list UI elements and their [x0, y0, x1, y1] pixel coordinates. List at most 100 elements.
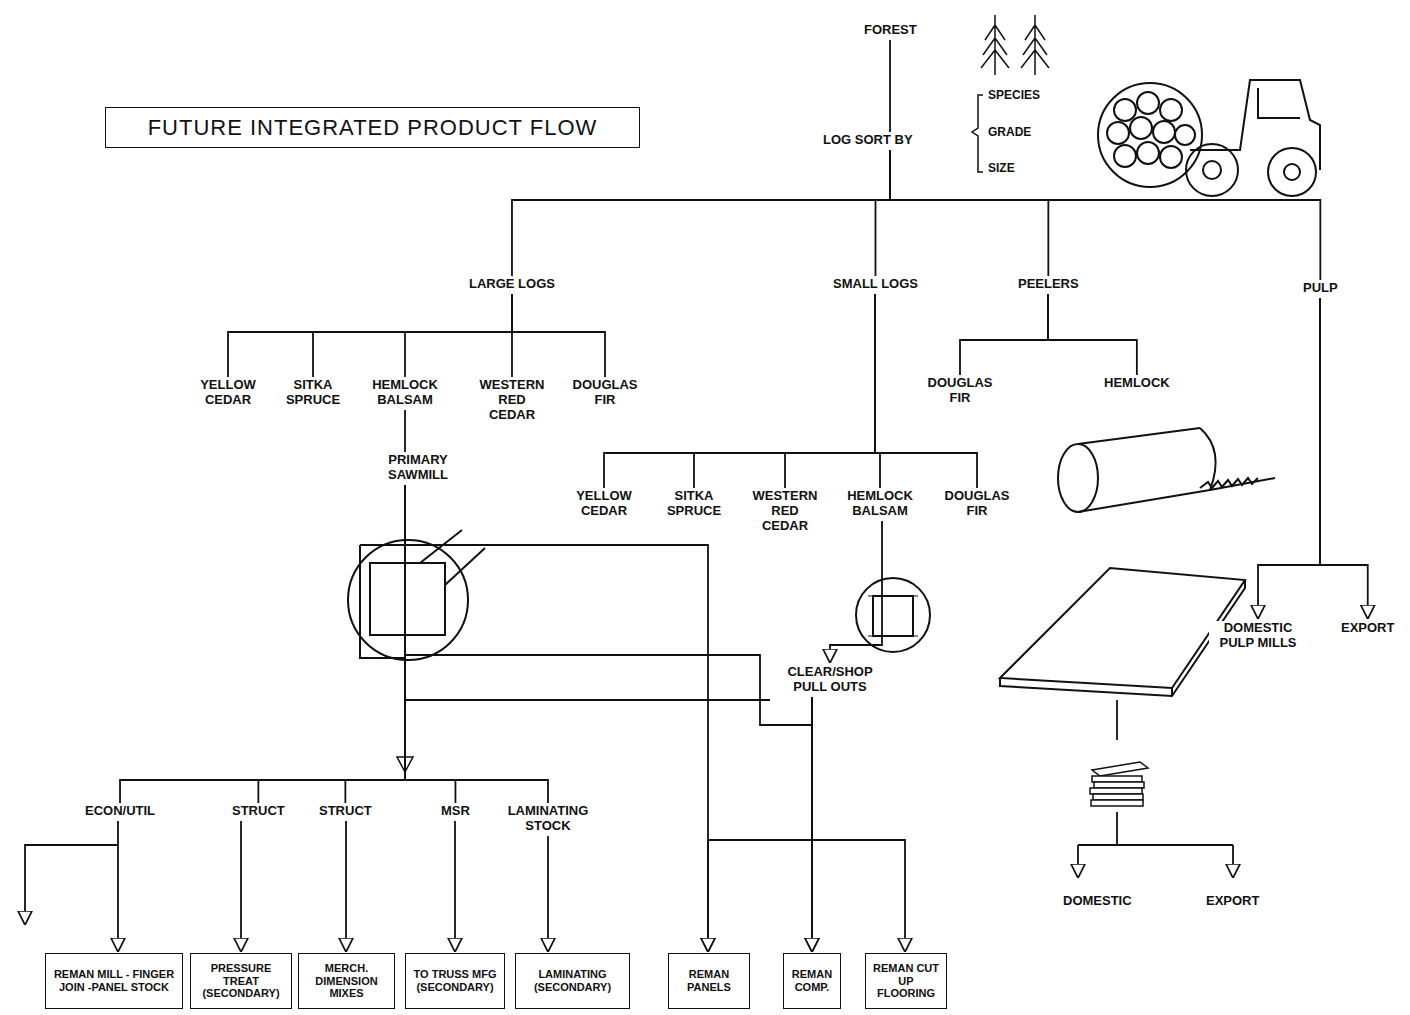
- flow-connector: [512, 150, 890, 276]
- node-text: TO TRUSS MFG (SECONDARY): [409, 968, 501, 993]
- flow-connector: [117, 821, 119, 952]
- sort-criterion: GRADE: [988, 125, 1031, 139]
- flow-label: CLEAR/SHOP PULL OUTS: [775, 664, 885, 696]
- title-text: FUTURE INTEGRATED PRODUCT FLOW: [148, 115, 598, 141]
- small-log: [856, 578, 930, 652]
- flow-connector: [547, 836, 549, 952]
- bracket: [972, 95, 983, 172]
- flow-connector: [512, 294, 605, 377]
- flow-connector: [345, 821, 347, 952]
- node-text: DOMESTIC PULP MILLS: [1209, 621, 1307, 651]
- flow-label: EXPORT: [1203, 893, 1262, 910]
- node-text: EXPORT: [1206, 894, 1259, 909]
- node-text: REMAN PANELS: [672, 968, 746, 993]
- flow-label: YELLOW CEDAR: [192, 377, 264, 409]
- node-text: SMALL LOGS: [833, 277, 918, 292]
- node-text: CLEAR/SHOP PULL OUTS: [778, 665, 882, 695]
- flow-label: LARGE LOGS: [466, 276, 558, 293]
- flow-connector: [708, 697, 812, 952]
- plywood-flow: [1078, 700, 1233, 878]
- flow-label: HEMLOCK: [1101, 375, 1173, 392]
- flow-connector: [454, 821, 456, 952]
- flow-connector: [313, 294, 512, 377]
- flow-connector: [694, 294, 875, 488]
- node-text: SITKA SPRUCE: [661, 489, 727, 519]
- flow-connector: [890, 150, 1048, 276]
- flow-label: STRUCT: [229, 803, 288, 820]
- node-text: LAMINATING (SECONDARY): [519, 968, 626, 993]
- econ-util-extra-arrow: [25, 845, 118, 925]
- node-text: REMAN MILL - FINGER JOIN -PANEL STOCK: [49, 968, 179, 993]
- flow-connector: [345, 485, 405, 803]
- flow-connector: [405, 485, 548, 803]
- node-text: YELLOW CEDAR: [571, 489, 637, 519]
- flow-label: WESTERN RED CEDAR: [471, 377, 553, 424]
- sort-criterion: SIZE: [988, 161, 1015, 175]
- node-text: HEMLOCK BALSAM: [367, 378, 443, 408]
- flow-label: PULP: [1300, 280, 1341, 297]
- flow-connector: [889, 40, 891, 132]
- flow-label: HEMLOCK BALSAM: [364, 377, 446, 409]
- node-text: DOUGLAS FIR: [927, 376, 993, 406]
- flow-connector: [405, 485, 708, 952]
- node-text: LOG SORT BY: [823, 133, 913, 148]
- flow-connector: [1258, 298, 1320, 619]
- flow-label: YELLOW CEDAR: [568, 488, 640, 520]
- log-loader: [1098, 80, 1320, 196]
- flow-connector: [1048, 294, 1137, 375]
- flow-connector: [1320, 298, 1368, 619]
- process-box: REMAN COMP.: [783, 953, 841, 1009]
- flow-connector: [812, 697, 905, 952]
- node-text: PEELERS: [1018, 277, 1079, 292]
- node-text: ECON/UTIL: [85, 804, 155, 819]
- process-box: MERCH. DIMENSION MIXES: [298, 953, 395, 1009]
- flow-connector: [960, 294, 1048, 375]
- flow-connector: [405, 485, 812, 952]
- node-text: PRESSURE TREAT (SECONDARY): [194, 962, 288, 1000]
- node-text: REMAN COMP.: [787, 968, 837, 993]
- node-text: STRUCT: [319, 804, 372, 819]
- flow-label: HEMLOCK BALSAM: [839, 488, 921, 520]
- node-text: WESTERN RED CEDAR: [474, 378, 550, 423]
- flow-connector: [258, 485, 405, 803]
- flow-label: DOMESTIC: [1060, 893, 1135, 910]
- flow-label: STRUCT: [316, 803, 375, 820]
- flow-label: PRIMARY SAWMILL: [375, 452, 461, 484]
- node-text: SITKA SPRUCE: [280, 378, 346, 408]
- process-box: LAMINATING (SECONDARY): [515, 953, 630, 1009]
- flow-label: LOG SORT BY: [820, 132, 916, 149]
- sort-criterion: SPECIES: [988, 88, 1040, 102]
- flow-label: SMALL LOGS: [830, 276, 921, 293]
- node-text: HEMLOCK BALSAM: [842, 489, 918, 519]
- node-text: DOMESTIC: [1063, 894, 1132, 909]
- trees: [981, 15, 1049, 75]
- node-text: DOUGLAS FIR: [572, 378, 638, 408]
- flow-connector: [604, 294, 875, 488]
- node-text: LARGE LOGS: [469, 277, 555, 292]
- flow-label: DOMESTIC PULP MILLS: [1206, 620, 1310, 652]
- node-text: PRIMARY SAWMILL: [378, 453, 458, 483]
- node-text: WESTERN RED CEDAR: [747, 489, 823, 534]
- flow-connector: [120, 485, 405, 803]
- flow-label: SITKA SPRUCE: [658, 488, 730, 520]
- node-text: PULP: [1303, 281, 1338, 296]
- node-text: FOREST: [864, 23, 917, 38]
- flow-connector: [405, 294, 512, 377]
- flow-connector: [785, 294, 875, 488]
- title-box: FUTURE INTEGRATED PRODUCT FLOW: [105, 107, 640, 148]
- peeler-roll: [1058, 428, 1275, 512]
- flow-connector: [830, 521, 882, 663]
- node-text: LAMINATING STOCK: [503, 804, 593, 834]
- flow-label: WESTERN RED CEDAR: [744, 488, 826, 535]
- flow-label: SITKA SPRUCE: [277, 377, 349, 409]
- flow-connector: [405, 485, 455, 803]
- process-box: PRESSURE TREAT (SECONDARY): [190, 953, 292, 1009]
- flow-label: EXPORT: [1338, 620, 1397, 637]
- node-text: REMAN CUT UP FLOORING: [869, 962, 943, 1000]
- node-text: DOUGLAS FIR: [944, 489, 1010, 519]
- process-box: TO TRUSS MFG (SECONDARY): [405, 953, 505, 1009]
- node-text: YELLOW CEDAR: [195, 378, 261, 408]
- sawmill-log: [348, 530, 770, 772]
- process-box: REMAN CUT UP FLOORING: [865, 953, 947, 1009]
